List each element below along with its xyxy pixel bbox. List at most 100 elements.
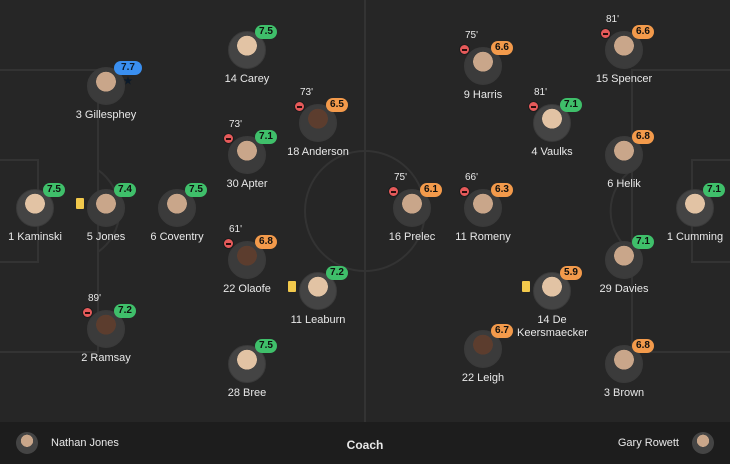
player-avatar: 7.2	[288, 266, 348, 310]
player-name: 15 Spencer	[595, 73, 653, 85]
player-name: 9 Harris	[463, 89, 503, 101]
away-coach-avatar	[692, 432, 714, 454]
rating-badge: 6.1	[420, 183, 442, 197]
player-name: 18 Anderson	[287, 146, 349, 158]
player-name: 1 Cumming	[666, 231, 724, 243]
player-avatar: 73' 6.5	[294, 87, 348, 142]
player-card[interactable]: 6.8 6 Helik	[579, 130, 669, 191]
player-avatar: 81' 7.1	[528, 87, 582, 142]
sub-minute: 75'	[394, 172, 408, 183]
player-card[interactable]: 66' 6.3 11 Romeny	[438, 172, 528, 244]
player-avatar: 66' 6.3	[459, 172, 513, 227]
player-avatar: 89' 7.2	[82, 293, 136, 348]
player-name: 14 De Keersmaecker	[517, 314, 588, 339]
sub-minute: 61'	[229, 224, 243, 235]
player-card[interactable]: 75' 6.6 9 Harris	[438, 30, 528, 102]
sub-minute: 89'	[88, 293, 102, 304]
sub-off-icon	[223, 238, 234, 249]
sub-off-icon	[294, 101, 305, 112]
player-name: 11 Romeny	[455, 231, 511, 243]
sub-off-icon	[459, 44, 470, 55]
player-avatar: 75' 6.6	[459, 30, 513, 85]
yellow-card-icon	[288, 281, 296, 292]
rating-badge: 7.2	[326, 266, 348, 280]
player-card[interactable]: 6.7 22 Leigh	[438, 324, 528, 385]
player-card[interactable]: 7.4 5 Jones	[61, 183, 151, 244]
player-name: 1 Kaminski	[8, 231, 62, 243]
player-card[interactable]: 89' 7.2 2 Ramsay	[61, 293, 151, 365]
rating-badge: 7.1	[255, 130, 277, 144]
player-card[interactable]: 73' 7.1 30 Apter	[202, 119, 292, 191]
player-avatar: 61' 6.8	[223, 224, 277, 279]
player-name: 29 Davies	[599, 283, 649, 295]
player-avatar: 7.1	[676, 183, 725, 227]
player-avatar: 81' 6.6	[600, 14, 654, 69]
rating-badge: 7.2	[114, 304, 136, 318]
sub-off-icon	[388, 186, 399, 197]
pitch: 7.5 1 Kaminski 7.4 5 Jones 7.5 6 Coventr…	[0, 0, 730, 422]
player-avatar: 7.4	[76, 183, 136, 227]
player-card[interactable]: 5.9 14 De Keersmaecker	[507, 266, 597, 340]
player-card[interactable]: 7.5 1 Kaminski	[0, 183, 80, 244]
player-card[interactable]: 61' 6.8 22 Olaofe	[202, 224, 292, 296]
sub-minute: 81'	[534, 87, 548, 98]
player-avatar: 7.5	[228, 339, 277, 383]
player-avatar: 7.5	[158, 183, 207, 227]
rating-badge: 6.6	[632, 25, 654, 39]
rating-badge: 7.5	[255, 25, 277, 39]
player-name: 30 Apter	[226, 178, 268, 190]
sub-off-icon	[528, 101, 539, 112]
sub-off-icon	[600, 28, 611, 39]
sub-minute: 81'	[606, 14, 620, 25]
player-card[interactable]: 7.5 14 Carey	[202, 25, 292, 86]
player-avatar: 75' 6.1	[388, 172, 442, 227]
coach-footer: Nathan Jones Coach Gary Rowett	[0, 422, 730, 464]
rating-badge: 7.5	[185, 183, 207, 197]
player-card[interactable]: 81' 7.1 4 Vaulks	[507, 87, 597, 159]
sub-minute: 73'	[300, 87, 314, 98]
player-card[interactable]: 7.5 6 Coventry	[132, 183, 222, 244]
rating-badge: 6.8	[632, 339, 654, 353]
player-card[interactable]: 7.2 11 Leaburn	[273, 266, 363, 327]
sub-minute: 75'	[465, 30, 479, 41]
rating-badge: 7.7 ★	[114, 61, 142, 87]
sub-off-icon	[82, 307, 93, 318]
player-name: 28 Bree	[227, 387, 267, 399]
player-avatar: 5.9	[522, 266, 582, 310]
rating-badge: 7.1	[703, 183, 725, 197]
rating-badge: 7.4	[114, 183, 136, 197]
rating-badge: 7.5	[255, 339, 277, 353]
player-card[interactable]: 7.1 1 Cumming	[650, 183, 730, 244]
player-name: 22 Leigh	[461, 372, 505, 384]
home-coach-name[interactable]: Nathan Jones	[51, 437, 119, 449]
player-name: 6 Coventry	[150, 231, 204, 243]
rating-badge: 6.8	[632, 130, 654, 144]
player-card[interactable]: 75' 6.1 16 Prelec	[367, 172, 457, 244]
player-name: 11 Leaburn	[290, 314, 346, 326]
rating-badge: 6.7	[491, 324, 513, 338]
player-card[interactable]: 73' 6.5 18 Anderson	[273, 87, 363, 159]
sub-minute: 66'	[465, 172, 479, 183]
player-card[interactable]: 81' 6.6 15 Spencer	[579, 14, 669, 86]
sub-off-icon	[223, 133, 234, 144]
rating-badge: 6.5	[326, 98, 348, 112]
player-card[interactable]: 7.1 29 Davies	[579, 235, 669, 296]
rating-badge: 6.8	[255, 235, 277, 249]
player-avatar: 7.5	[16, 183, 65, 227]
yellow-card-icon	[76, 198, 84, 209]
player-avatar: 6.8	[605, 130, 654, 174]
player-name: 2 Ramsay	[81, 352, 131, 364]
rating-badge: 7.5	[43, 183, 65, 197]
player-avatar: 7.7 ★	[87, 61, 142, 105]
away-coach-name[interactable]: Gary Rowett	[617, 437, 679, 449]
yellow-card-icon	[522, 281, 530, 292]
player-name: 3 Brown	[603, 387, 645, 399]
player-card[interactable]: 7.7 ★ 3 Gillesphey	[61, 61, 151, 122]
rating-badge: 7.1	[560, 98, 582, 112]
player-name: 16 Prelec	[388, 231, 436, 243]
player-card[interactable]: 6.8 3 Brown	[579, 339, 669, 400]
sub-minute: 73'	[229, 119, 243, 130]
player-name: 3 Gillesphey	[75, 109, 137, 121]
player-card[interactable]: 7.5 28 Bree	[202, 339, 292, 400]
player-avatar: 7.1	[605, 235, 654, 279]
